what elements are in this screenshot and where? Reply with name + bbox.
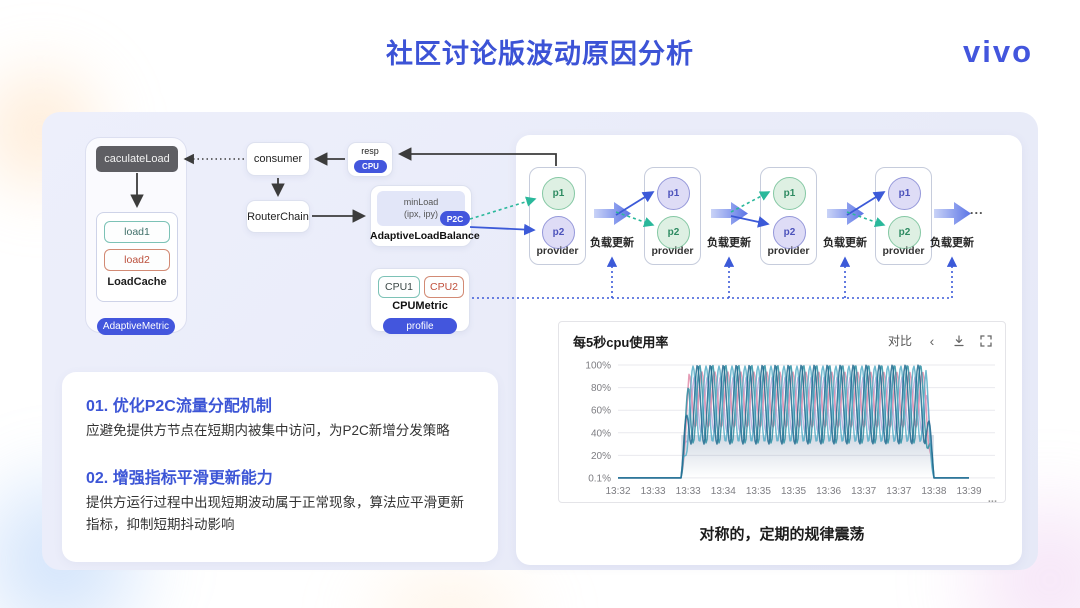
note-1-heading: 01. 优化P2C流量分配机制 bbox=[86, 398, 272, 415]
load1-tag: load1 bbox=[104, 221, 170, 243]
svg-text:20%: 20% bbox=[591, 451, 611, 462]
chart-toolbar: 对比 ‹ bbox=[888, 332, 993, 349]
p2c-pill: P2C bbox=[440, 211, 470, 226]
profile-pill: profile bbox=[383, 318, 457, 334]
svg-text:0.1%: 0.1% bbox=[588, 473, 611, 484]
load-cache-label: LoadCache bbox=[107, 276, 167, 288]
notes-panel: 01. 优化P2C流量分配机制 应避免提供方节点在短期内被集中访问，为P2C新增… bbox=[62, 372, 498, 562]
svg-text:13:36: 13:36 bbox=[816, 486, 841, 497]
svg-text:13:37: 13:37 bbox=[886, 486, 911, 497]
collapse-left-icon[interactable]: ‹ bbox=[929, 332, 935, 349]
router-chain-node: RouterChain bbox=[246, 200, 310, 233]
download-icon[interactable] bbox=[952, 334, 966, 348]
svg-text:40%: 40% bbox=[591, 428, 611, 439]
cpu1-tag: CPU1 bbox=[378, 276, 420, 298]
svg-text:13:35: 13:35 bbox=[781, 486, 806, 497]
svg-text:60%: 60% bbox=[591, 406, 611, 417]
compare-button[interactable]: 对比 bbox=[887, 334, 912, 348]
chain-ellipsis: ...... bbox=[956, 202, 984, 217]
svg-text:80%: 80% bbox=[591, 383, 611, 394]
resp-label: resp bbox=[361, 146, 379, 156]
minload-line2: (ipx, ipy) bbox=[403, 208, 438, 219]
fullscreen-icon[interactable] bbox=[979, 334, 993, 348]
svg-text:100%: 100% bbox=[585, 361, 611, 372]
page-title: 社区讨论版波动原因分析 bbox=[386, 39, 694, 69]
svg-text:13:33: 13:33 bbox=[641, 486, 666, 497]
consumer-node: consumer bbox=[246, 142, 310, 176]
minload-line1: minLoad bbox=[403, 197, 439, 208]
svg-text:13:35: 13:35 bbox=[746, 486, 771, 497]
svg-text:13:33: 13:33 bbox=[676, 486, 701, 497]
svg-text:13:39: 13:39 bbox=[956, 486, 981, 497]
cpu2-tag: CPU2 bbox=[424, 276, 464, 298]
caculate-load-node: caculateLoad bbox=[96, 146, 178, 172]
svg-text:13:34: 13:34 bbox=[711, 486, 736, 497]
adaptive-load-balance-label: AdaptiveLoadBalance bbox=[370, 230, 480, 242]
chart-caption: 对称的，定期的规律震荡 bbox=[699, 526, 865, 543]
load2-tag: load2 bbox=[104, 249, 170, 271]
cpu-usage-chart: 100% 80% 60% 40% 20% 0.1% 13:32 13:33 13:33 13:34… bbox=[585, 361, 997, 505]
vivo-logo: vivo bbox=[962, 34, 1034, 69]
cpu-usage-chart-card: 每5秒cpu使用率 对比 ‹ 100% 80% 60% 40% 20% 0.1% 13:32… bbox=[558, 321, 1006, 505]
resp-node: resp CPU bbox=[347, 142, 393, 177]
adaptive-metric-pill: AdaptiveMetric bbox=[97, 318, 175, 335]
svg-text:...: ... bbox=[988, 493, 997, 504]
cpu-pill: CPU bbox=[354, 160, 387, 173]
note-2-heading: 02. 增强指标平滑更新能力 bbox=[86, 470, 273, 487]
note-1-body: 应避免提供方节点在短期内被集中访问，为P2C新增分发策略 bbox=[86, 423, 450, 438]
svg-text:13:37: 13:37 bbox=[851, 486, 876, 497]
cpu-metric-label: CPUMetric bbox=[392, 300, 448, 312]
chart-title: 每5秒cpu使用率 bbox=[573, 335, 669, 350]
note-2-body: 提供方运行过程中出现短期波动属于正常现象，算法应平滑更新指标，抑制短期抖动影响 bbox=[86, 495, 464, 532]
svg-text:13:38: 13:38 bbox=[921, 486, 946, 497]
svg-text:13:32: 13:32 bbox=[605, 486, 630, 497]
